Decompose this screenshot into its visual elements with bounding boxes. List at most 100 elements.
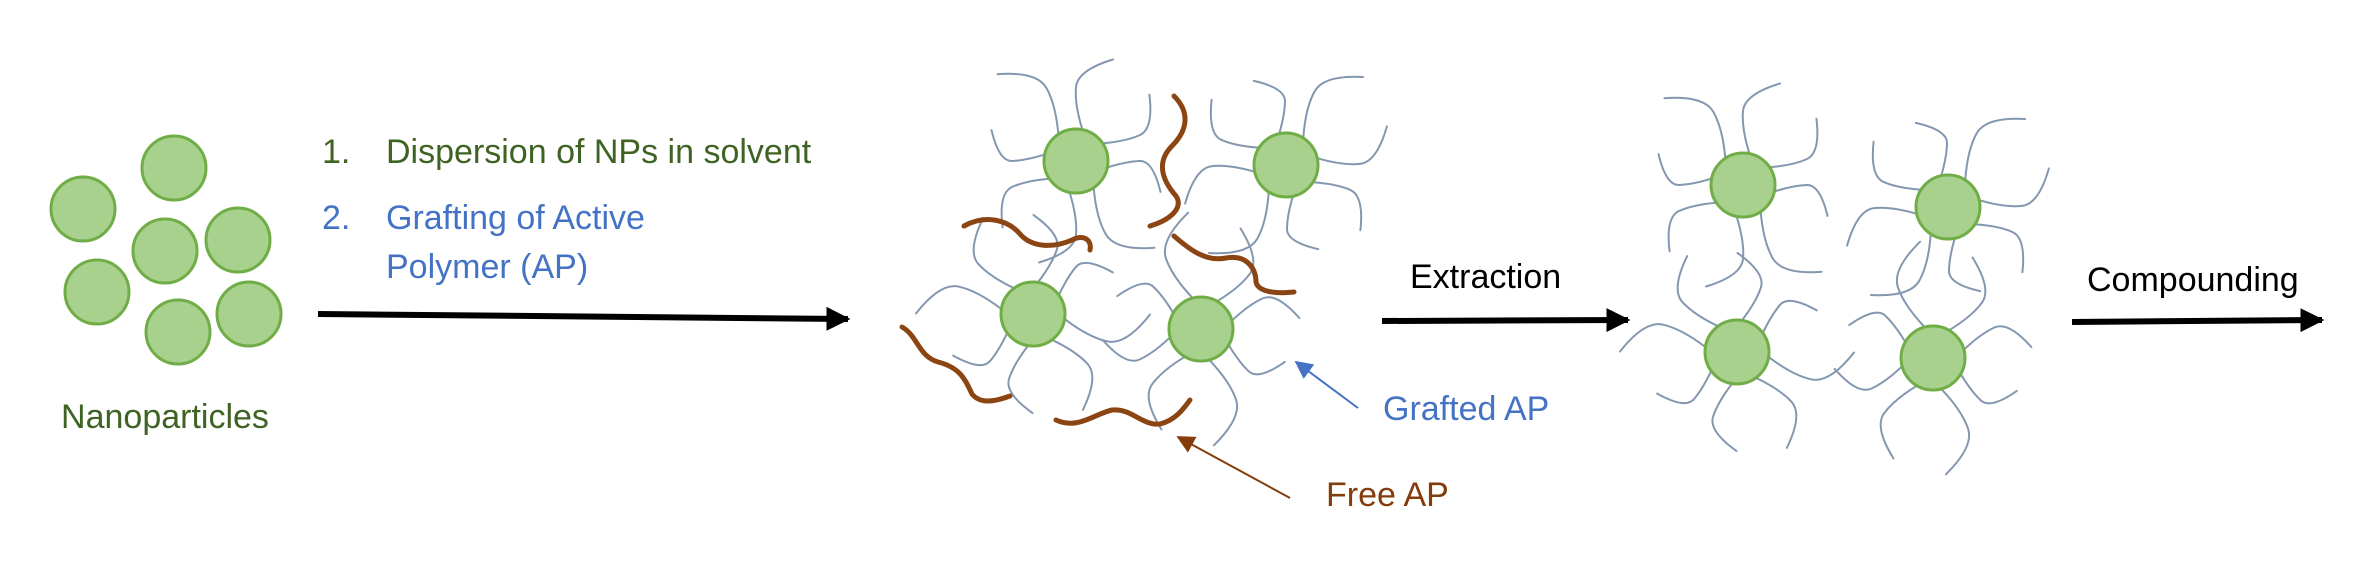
grafted-polymer-chain bbox=[1252, 79, 1287, 135]
grafted-nanoparticle bbox=[999, 280, 1067, 348]
grafted-polymer-chain bbox=[1216, 227, 1255, 303]
grafted-polymer-chain bbox=[1914, 121, 1949, 177]
grafted-polymer-chain bbox=[1619, 323, 1707, 353]
grafted-polymer-chain bbox=[1208, 358, 1239, 447]
grafted-polymer-chain bbox=[1754, 376, 1798, 449]
grafted-polymer-chain bbox=[1676, 255, 1720, 328]
grafted-polymer-chain bbox=[990, 129, 1046, 163]
grafted-polymer-chain bbox=[1895, 240, 1926, 329]
grafted-polymer-chain bbox=[1973, 223, 2025, 274]
grafted-nanoparticle bbox=[1899, 324, 1967, 392]
grafted-polymer-chain bbox=[1101, 93, 1152, 145]
grafted-polymer-chain bbox=[1947, 237, 1982, 293]
grafted-polymer-chain bbox=[1741, 82, 1781, 155]
grafted-polymer-chain bbox=[1063, 313, 1151, 343]
nanoparticle bbox=[63, 258, 131, 326]
nanoparticle bbox=[204, 206, 272, 274]
grafted-polymer-chain bbox=[1761, 299, 1818, 335]
nanoparticle bbox=[131, 217, 199, 285]
grafted-chains bbox=[915, 58, 1388, 447]
free-polymer-chain bbox=[1053, 397, 1193, 427]
nanoparticle bbox=[215, 280, 283, 348]
grafted-nanoparticle bbox=[1914, 173, 1982, 241]
step2-number: 2. bbox=[322, 199, 350, 237]
grafted-polymer-chain bbox=[1667, 201, 1718, 253]
grafted-nanoparticle bbox=[1167, 295, 1235, 363]
grafted-polymer-chain bbox=[1879, 384, 1918, 460]
grafted-polymer-chain bbox=[1962, 325, 2033, 351]
free-polymer-chain bbox=[1171, 233, 1297, 296]
grafted-nanoparticles bbox=[999, 127, 1320, 363]
grafted-polymer-chain bbox=[972, 217, 1016, 290]
grafted-polymer-chain bbox=[1663, 96, 1727, 160]
grafted-polymer-chain bbox=[1163, 211, 1194, 300]
grafted-nanoparticle bbox=[1709, 151, 1777, 219]
grafted-polymer-chain bbox=[1978, 167, 2050, 208]
grafted-polymer-chain bbox=[1311, 181, 1363, 232]
extraction-arrow bbox=[1381, 308, 1631, 333]
grafted-polymer-chain bbox=[1302, 75, 1365, 140]
grafted-polymer-chain bbox=[1209, 98, 1261, 149]
free-polymer-chains bbox=[899, 93, 1297, 427]
grafted-stage-with-free-ap bbox=[899, 58, 1388, 447]
grafted-polymer-chain bbox=[1074, 58, 1114, 131]
free-polymer-chain bbox=[961, 217, 1093, 253]
grafted-polymer-chain bbox=[1050, 338, 1094, 411]
grafted-polymer-chain bbox=[1230, 296, 1301, 322]
free-polymer-chain bbox=[899, 324, 1013, 404]
grafted-polymer-chain bbox=[1092, 186, 1156, 250]
grafted-polymer-chain bbox=[1116, 282, 1175, 314]
grafted-polymer-chain bbox=[1833, 365, 1904, 391]
grafting-arrow bbox=[317, 306, 851, 331]
grafted-polymer-chain bbox=[1184, 164, 1256, 205]
grafted-polymer-chain bbox=[915, 285, 1003, 315]
step2-text-line1: Grafting of Active bbox=[386, 199, 645, 237]
grafted-polymer-chain bbox=[1032, 214, 1059, 284]
grafted-polymer-chain bbox=[1101, 336, 1172, 362]
grafted-polymer-chain bbox=[1759, 210, 1823, 274]
grafted-polymer-chain bbox=[1964, 117, 2027, 182]
nanoparticle bbox=[49, 175, 117, 243]
free-ap-pointer bbox=[1176, 436, 1291, 499]
step1-text: Dispersion of NPs in solvent bbox=[386, 133, 812, 171]
bare-nanoparticle-cluster bbox=[49, 134, 283, 366]
free-polymer-chain bbox=[1147, 93, 1188, 229]
grafted-polymer-chain bbox=[1316, 125, 1388, 166]
grafted-polymer-chain bbox=[1000, 177, 1051, 229]
grafted-nanoparticle bbox=[1252, 131, 1320, 199]
grafted-nanoparticle bbox=[1703, 318, 1771, 386]
step1-number: 1. bbox=[322, 133, 350, 171]
compounding-label: Compounding bbox=[2087, 261, 2299, 299]
grafted-polymer-chain bbox=[1871, 140, 1923, 191]
nanoparticle bbox=[144, 298, 212, 366]
grafted-polymer-chain bbox=[1227, 344, 1286, 376]
free-ap-label: Free AP bbox=[1326, 476, 1449, 514]
step2-text-line2: Polymer (AP) bbox=[386, 248, 588, 286]
compounding-arrow bbox=[2071, 308, 2325, 333]
grafted-polymer-chain bbox=[1711, 382, 1738, 452]
purified-grafted-stage bbox=[1619, 82, 2050, 476]
grafted-polymer-chain bbox=[1656, 369, 1713, 405]
grafted-polymer-chain bbox=[1147, 355, 1186, 431]
grafted-polymer-chain bbox=[952, 331, 1009, 367]
grafted-polymer-chain bbox=[1106, 159, 1162, 193]
grafted-polymer-chain bbox=[1959, 373, 2018, 405]
grafted-polymer-chain bbox=[1038, 191, 1078, 264]
grafted-polymer-chain bbox=[1285, 195, 1320, 251]
grafted-polymer-chain bbox=[1940, 387, 1971, 476]
extraction-label: Extraction bbox=[1410, 258, 1561, 296]
grafted-polymer-chain bbox=[1736, 252, 1763, 322]
grafted-nanoparticles bbox=[1703, 151, 1982, 392]
grafted-polymer-chain bbox=[1768, 117, 1819, 169]
grafted-polymer-chain bbox=[1846, 206, 1918, 247]
grafted-polymer-chain bbox=[1869, 232, 1932, 297]
grafted-polymer-chain bbox=[1705, 215, 1745, 288]
grafted-ap-pointer bbox=[1294, 360, 1359, 409]
grafted-polymer-chain bbox=[1207, 190, 1270, 255]
nanoparticle bbox=[140, 134, 208, 202]
grafted-chains bbox=[1619, 82, 2050, 476]
grafted-polymer-chain bbox=[1057, 261, 1114, 297]
grafted-polymer-chain bbox=[1773, 183, 1829, 217]
grafted-nanoparticle bbox=[1042, 127, 1110, 195]
